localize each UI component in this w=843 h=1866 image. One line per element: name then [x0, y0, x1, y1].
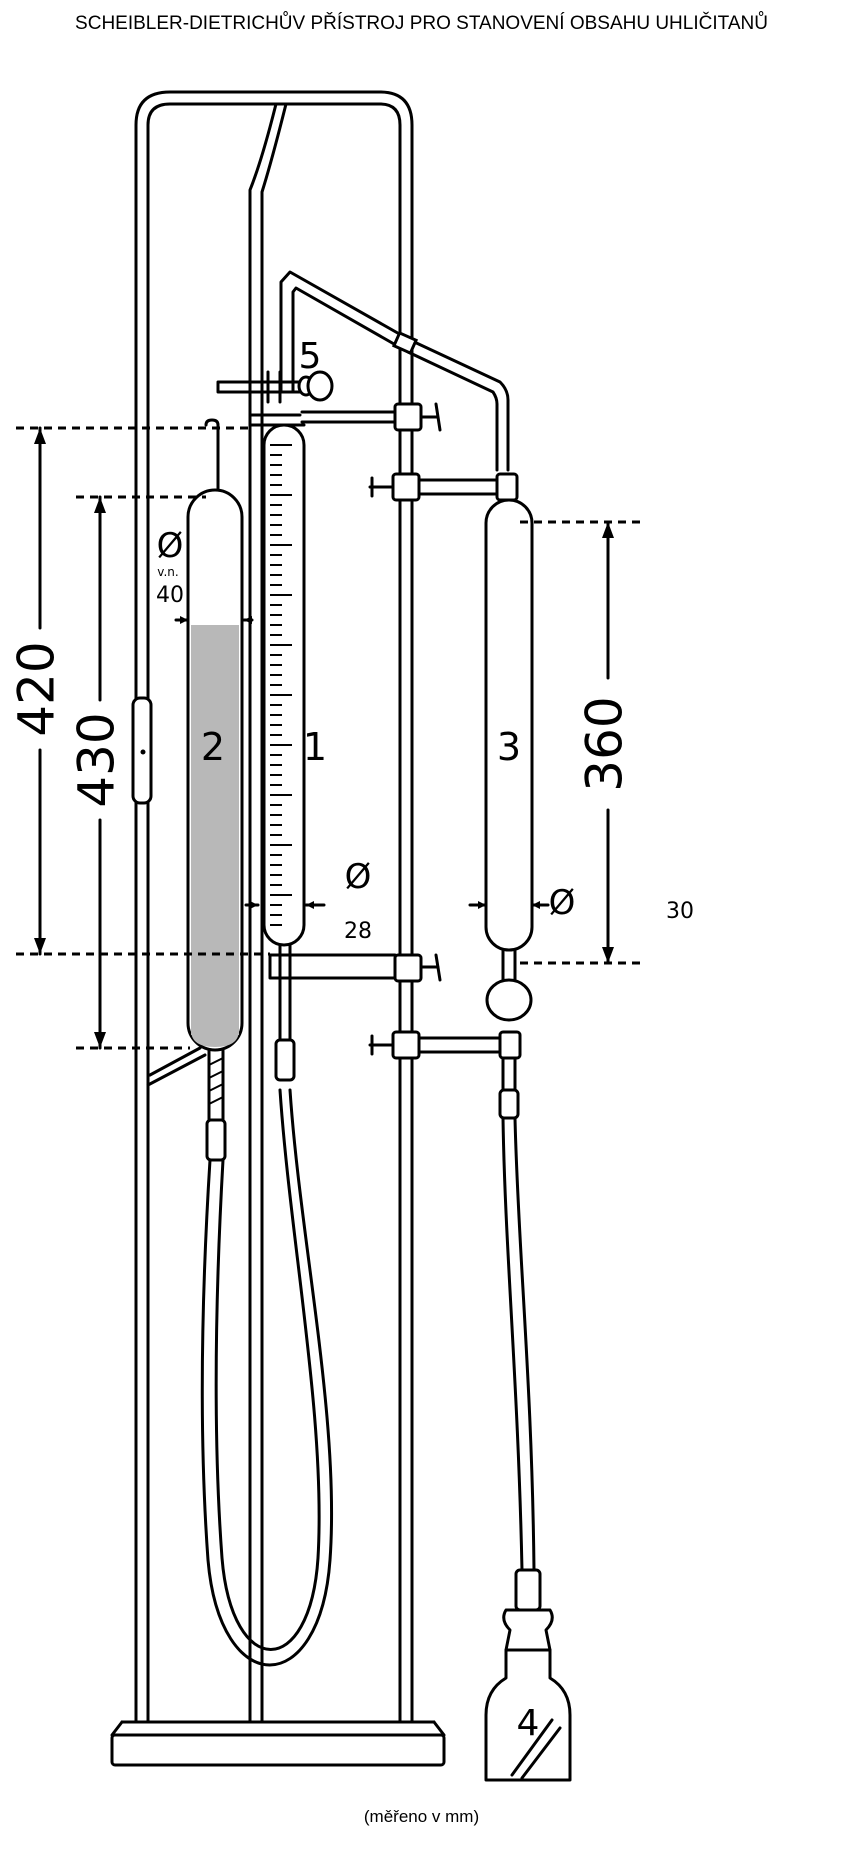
dimension-430: 430	[68, 712, 126, 807]
rubber-hose	[200, 943, 334, 1667]
bottle-4	[484, 1568, 572, 1782]
diameter-symbol-vessel: Ø	[549, 883, 576, 923]
part-label-4: 4	[517, 1703, 540, 1744]
diameter-30: 30	[666, 899, 694, 924]
leveling-bulb-2	[186, 418, 244, 1122]
measurement-note: (měřeno v mm)	[363, 1807, 480, 1826]
burette-scale	[270, 444, 292, 926]
part-label-1: 1	[303, 725, 327, 769]
stopcock-5	[216, 370, 334, 404]
dimension-360: 360	[576, 696, 634, 791]
reaction-vessel-3	[484, 498, 536, 1572]
diameter-symbol-bulb: Ø	[157, 526, 184, 566]
part-label-2: 2	[201, 725, 225, 769]
diameter-symbol-burette: Ø	[345, 857, 372, 897]
part-label-5: 5	[299, 336, 322, 377]
dimension-lines	[16, 426, 640, 1050]
burette-1	[248, 413, 306, 947]
leveling-tube	[248, 102, 288, 1724]
part-label-3: 3	[497, 725, 521, 769]
stand-clamps	[268, 402, 522, 1060]
dimension-420: 420	[8, 641, 66, 736]
diameter-40: 40	[156, 583, 184, 608]
diameter-note-vn: v.n.	[157, 565, 178, 579]
diagram-title: SCHEIBLER-DIETRICHŮV PŘÍSTROJ PRO STANOV…	[75, 13, 768, 34]
stand-base	[110, 1720, 446, 1767]
diameter-28: 28	[344, 919, 372, 944]
connecting-tube	[279, 270, 510, 472]
